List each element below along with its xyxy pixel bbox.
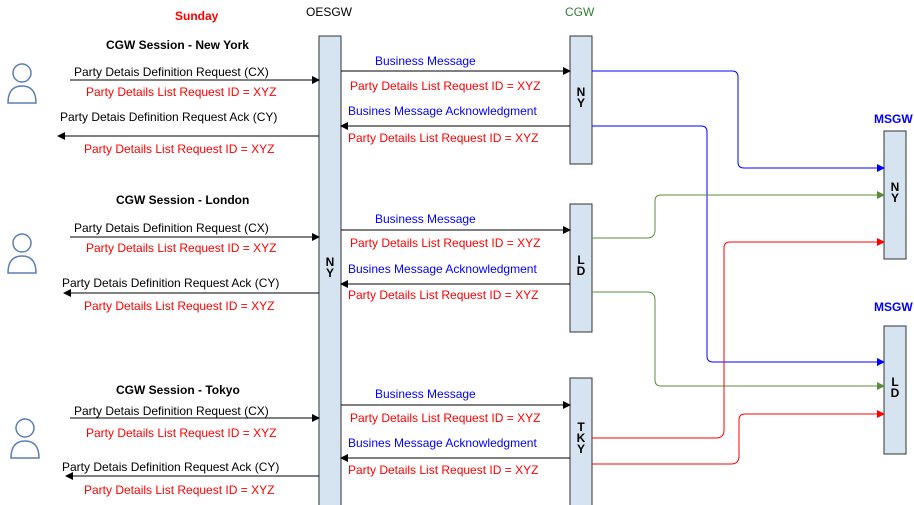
request-label: Party Detais Definition Request (CX) [74, 65, 269, 79]
business-ack-sub-label: Party Details List Request ID = XYZ [348, 288, 538, 302]
business-ack-label: Busines Message Acknowledgment [348, 262, 537, 276]
oesgw-label: OESGW [306, 5, 353, 19]
cgw-ny-letter: Y [577, 96, 585, 110]
business-ack-label: Busines Message Acknowledgment [348, 436, 537, 450]
oesgw-box [318, 35, 342, 505]
msgw-label-bottom: MSGW [874, 300, 913, 314]
cgw-ld-letter: D [577, 264, 586, 278]
msgw-ny-letter: N [891, 180, 900, 194]
route-ny-to-msgw-ld [592, 125, 885, 366]
user-icon [7, 233, 37, 274]
ack-sub-label: Party Details List Request ID = XYZ [84, 142, 274, 156]
request-label: Party Detais Definition Request (CX) [74, 221, 269, 235]
msgw-ny-letter: Y [891, 191, 899, 205]
business-message-sub-label: Party Details List Request ID = XYZ [350, 236, 540, 250]
business-message-label: Business Message [375, 387, 476, 401]
oesgw-box-letter: Y [326, 266, 334, 280]
business-message-sub-label: Party Details List Request ID = XYZ [350, 411, 540, 425]
route-ld-to-msgw-ld [592, 291, 885, 390]
cgw-ny-box [569, 35, 593, 165]
business-ack-label: Busines Message Acknowledgment [348, 104, 537, 118]
request-sub-label: Party Details List Request ID = XYZ [86, 241, 276, 255]
route-tky-to-msgw-ny [592, 238, 885, 439]
ack-label: Party Detais Definition Request Ack (CY) [62, 460, 279, 474]
msgw-label-top: MSGW [874, 112, 913, 126]
ack-sub-label: Party Details List Request ID = XYZ [84, 299, 274, 313]
route-tky-to-msgw-ld [592, 410, 885, 465]
request-sub-label: Party Details List Request ID = XYZ [86, 85, 276, 99]
msgw-ld-letter: L [891, 375, 898, 389]
msgw-ld-letter: D [891, 386, 900, 400]
cgw-tky-letter: T [577, 420, 585, 434]
business-message-label: Business Message [375, 54, 476, 68]
msgw-ld-box [883, 325, 907, 455]
business-message-label: Business Message [375, 212, 476, 226]
session-title: CGW Session - London [116, 193, 249, 207]
business-ack-sub-label: Party Details List Request ID = XYZ [348, 131, 538, 145]
request-sub-label: Party Details List Request ID = XYZ [86, 426, 276, 440]
user-icon [7, 63, 37, 104]
ack-label: Party Detais Definition Request Ack (CY) [60, 110, 277, 124]
session-title: CGW Session - New York [106, 38, 249, 52]
session-title: CGW Session - Tokyo [116, 383, 240, 397]
request-label: Party Detais Definition Request (CX) [74, 404, 269, 418]
cgw-ld-letter: L [577, 253, 584, 267]
route-ny-to-msgw-ny [592, 70, 885, 172]
oesgw-box-letter: N [326, 255, 335, 269]
cgw-label: CGW [565, 5, 595, 19]
business-ack-sub-label: Party Details List Request ID = XYZ [348, 463, 538, 477]
day-label: Sunday [175, 9, 219, 23]
cgw-tky-letter: K [577, 431, 586, 445]
ack-sub-label: Party Details List Request ID = XYZ [84, 483, 274, 497]
user-icon [10, 418, 40, 459]
cgw-ny-letter: N [577, 85, 586, 99]
cgw-tky-letter: Y [577, 442, 585, 456]
business-message-sub-label: Party Details List Request ID = XYZ [350, 79, 540, 93]
ack-label: Party Detais Definition Request Ack (CY) [62, 276, 279, 290]
cgw-ld-box [569, 203, 593, 333]
route-ld-to-msgw-ny [592, 191, 885, 239]
cgw-tky-box [569, 377, 593, 505]
